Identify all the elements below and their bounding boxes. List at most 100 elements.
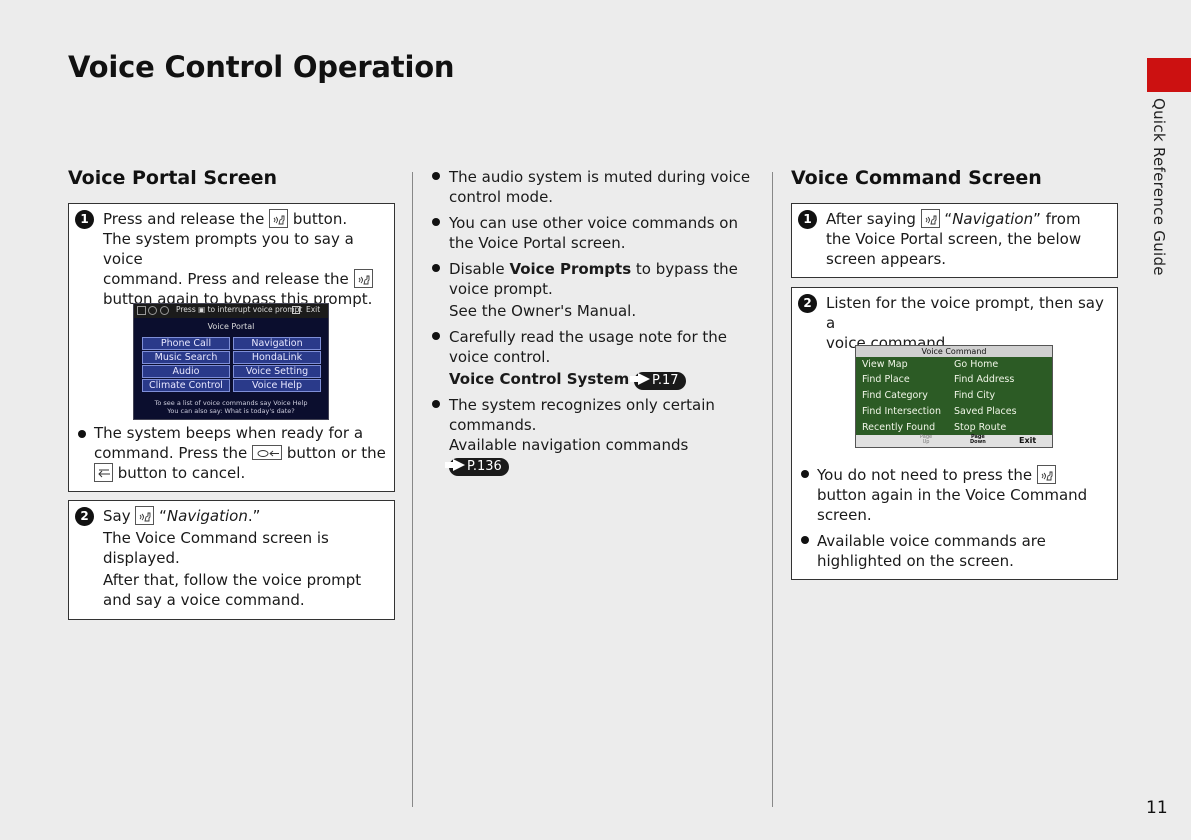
- command-phrase: Navigation: [166, 507, 248, 525]
- talk-button-icon: [269, 209, 289, 228]
- text-line: You can use other voice commands on: [449, 214, 738, 232]
- vc-command: Recently Found: [862, 422, 936, 433]
- voice-portal-heading: Voice Portal Screen: [68, 167, 277, 189]
- footer-line: To see a list of voice commands say Voic…: [154, 399, 308, 407]
- text-line: See the Owner's Manual.: [449, 302, 637, 320]
- text-line: You do not need to press the: [817, 466, 1033, 484]
- exit-label: Exit: [306, 305, 321, 314]
- say-navigation-box: 2 Say “Navigation.” The Voice Command sc…: [68, 500, 395, 620]
- text-line: button again in the Voice Command: [817, 486, 1088, 504]
- text-line: highlighted on the screen.: [817, 552, 1014, 570]
- arrow-icon: [445, 459, 465, 471]
- voice-command-screenshot: Voice Command View Map Find Place Find C…: [855, 345, 1053, 448]
- text-line: screen appears.: [826, 250, 947, 268]
- portal-option: Navigation: [233, 337, 321, 350]
- bullet-dot: [432, 264, 440, 272]
- text-line: Available voice commands are: [817, 532, 1046, 550]
- vc-command: Find Place: [862, 374, 910, 385]
- portal-title: Voice Portal: [207, 322, 255, 331]
- vc-command: Find Intersection: [862, 406, 941, 417]
- usage-note: Carefully read the usage note for the vo…: [449, 327, 759, 390]
- phone-icon: [148, 306, 157, 315]
- text-line: After that, follow the voice prompt: [103, 571, 362, 589]
- vc-command: Find Address: [954, 374, 1015, 385]
- text-line: to bypass the: [635, 260, 738, 278]
- step-2-number: 2: [798, 294, 817, 313]
- bullet-dot: [432, 400, 440, 408]
- step-1-number: 1: [75, 210, 94, 229]
- text-line: the Voice Portal screen, the below: [826, 230, 1082, 248]
- text-line: button or the: [286, 444, 386, 462]
- back-talk-button-icon: [252, 445, 283, 460]
- voice-portal-screenshot: Press ▣ to interrupt voice prompt Exit V…: [133, 303, 329, 420]
- voice-portal-box: 1 Press and release the button. The syst…: [68, 203, 395, 492]
- text-line: voice control.: [449, 348, 551, 366]
- bullet-dot: [801, 470, 809, 478]
- page-ref: P.17: [652, 373, 679, 388]
- voice-command-heading: Voice Command Screen: [791, 167, 1042, 189]
- page-reference-link[interactable]: P.136: [445, 458, 509, 476]
- column-divider-left: [412, 172, 413, 807]
- text-line: and say a voice command.: [103, 591, 305, 609]
- arrow-icon: [630, 373, 651, 385]
- talk-icon: [137, 306, 146, 315]
- page-ref: P.136: [467, 459, 502, 474]
- text-line: The system prompts you to say a voice: [103, 230, 354, 268]
- vc-command: Saved Places: [954, 406, 1017, 417]
- vc-command: Go Home: [954, 359, 999, 370]
- portal-option: Music Search: [142, 351, 230, 364]
- step-1-text: After saying “Navigation” from the Voice…: [826, 209, 1116, 269]
- step-1-text: Press and release the button. The system…: [103, 209, 393, 309]
- vc-command: View Map: [862, 359, 908, 370]
- vc-exit-button: Exit: [1019, 436, 1037, 445]
- portal-option: Phone Call: [142, 337, 230, 350]
- page-reference-link[interactable]: P.17: [630, 372, 686, 390]
- text-line: Carefully read the usage note for the: [449, 328, 728, 346]
- text-line: Disable: [449, 260, 505, 278]
- talk-button-icon: [1036, 465, 1056, 484]
- text-line: command. Press the: [94, 444, 248, 462]
- music-icon: [160, 306, 169, 315]
- vc-command: Stop Route: [954, 422, 1007, 433]
- text-line: The system recognizes only certain: [449, 396, 715, 414]
- beep-note: The system beeps when ready for a comman…: [94, 423, 394, 483]
- text-line: voice prompt.: [449, 280, 553, 298]
- voice-prompts-note: Disable Voice Prompts to bypass the voic…: [449, 259, 759, 321]
- text-line: The audio system is muted during voice: [449, 168, 751, 186]
- menu-icon: [292, 306, 300, 314]
- text-line: Listen for the voice prompt, then say a: [826, 294, 1104, 332]
- text-line: Press and release the: [103, 210, 265, 228]
- portal-option: HondaLink: [233, 351, 321, 364]
- text-line: commands.: [449, 416, 537, 434]
- text-line: After saying: [826, 210, 916, 228]
- talk-button-icon: [920, 209, 940, 228]
- bullet-dot: [432, 332, 440, 340]
- bullet-dot: [801, 536, 809, 544]
- text-line: Available navigation commands: [449, 436, 689, 454]
- footer-line: You can also say: What is today's date?: [167, 407, 295, 415]
- portal-footer: To see a list of voice commands say Voic…: [134, 399, 328, 415]
- vc-title-bar: Voice Command: [856, 346, 1052, 357]
- muted-note: The audio system is muted during voice c…: [449, 167, 759, 207]
- text-line: command. Press and release the: [103, 270, 349, 288]
- other-commands-note: You can use other voice commands on the …: [449, 213, 759, 253]
- text-line: control mode.: [449, 188, 554, 206]
- step-2-text: Say “Navigation.” The Voice Command scre…: [103, 506, 393, 610]
- text-line: The Voice Command screen is: [103, 529, 329, 547]
- text-line: screen.: [817, 506, 872, 524]
- back-icon: [94, 463, 113, 482]
- after-navigation-box: 1 After saying “Navigation” from the Voi…: [791, 203, 1118, 278]
- recognized-commands-note: The system recognizes only certain comma…: [445, 395, 759, 476]
- column-divider-right: [772, 172, 773, 807]
- page-title: Voice Control Operation: [68, 50, 455, 84]
- screen-top-bar: Press ▣ to interrupt voice prompt Exit: [134, 304, 328, 318]
- step-2-number: 2: [75, 507, 94, 526]
- text-line: Say: [103, 507, 131, 525]
- section-tab-marker: [1147, 58, 1191, 92]
- bullet-dot: [432, 172, 440, 180]
- voice-command-box: 2 Listen for the voice prompt, then say …: [791, 287, 1118, 580]
- talk-button-icon: [135, 506, 155, 525]
- link-title: Voice Control System: [449, 370, 630, 388]
